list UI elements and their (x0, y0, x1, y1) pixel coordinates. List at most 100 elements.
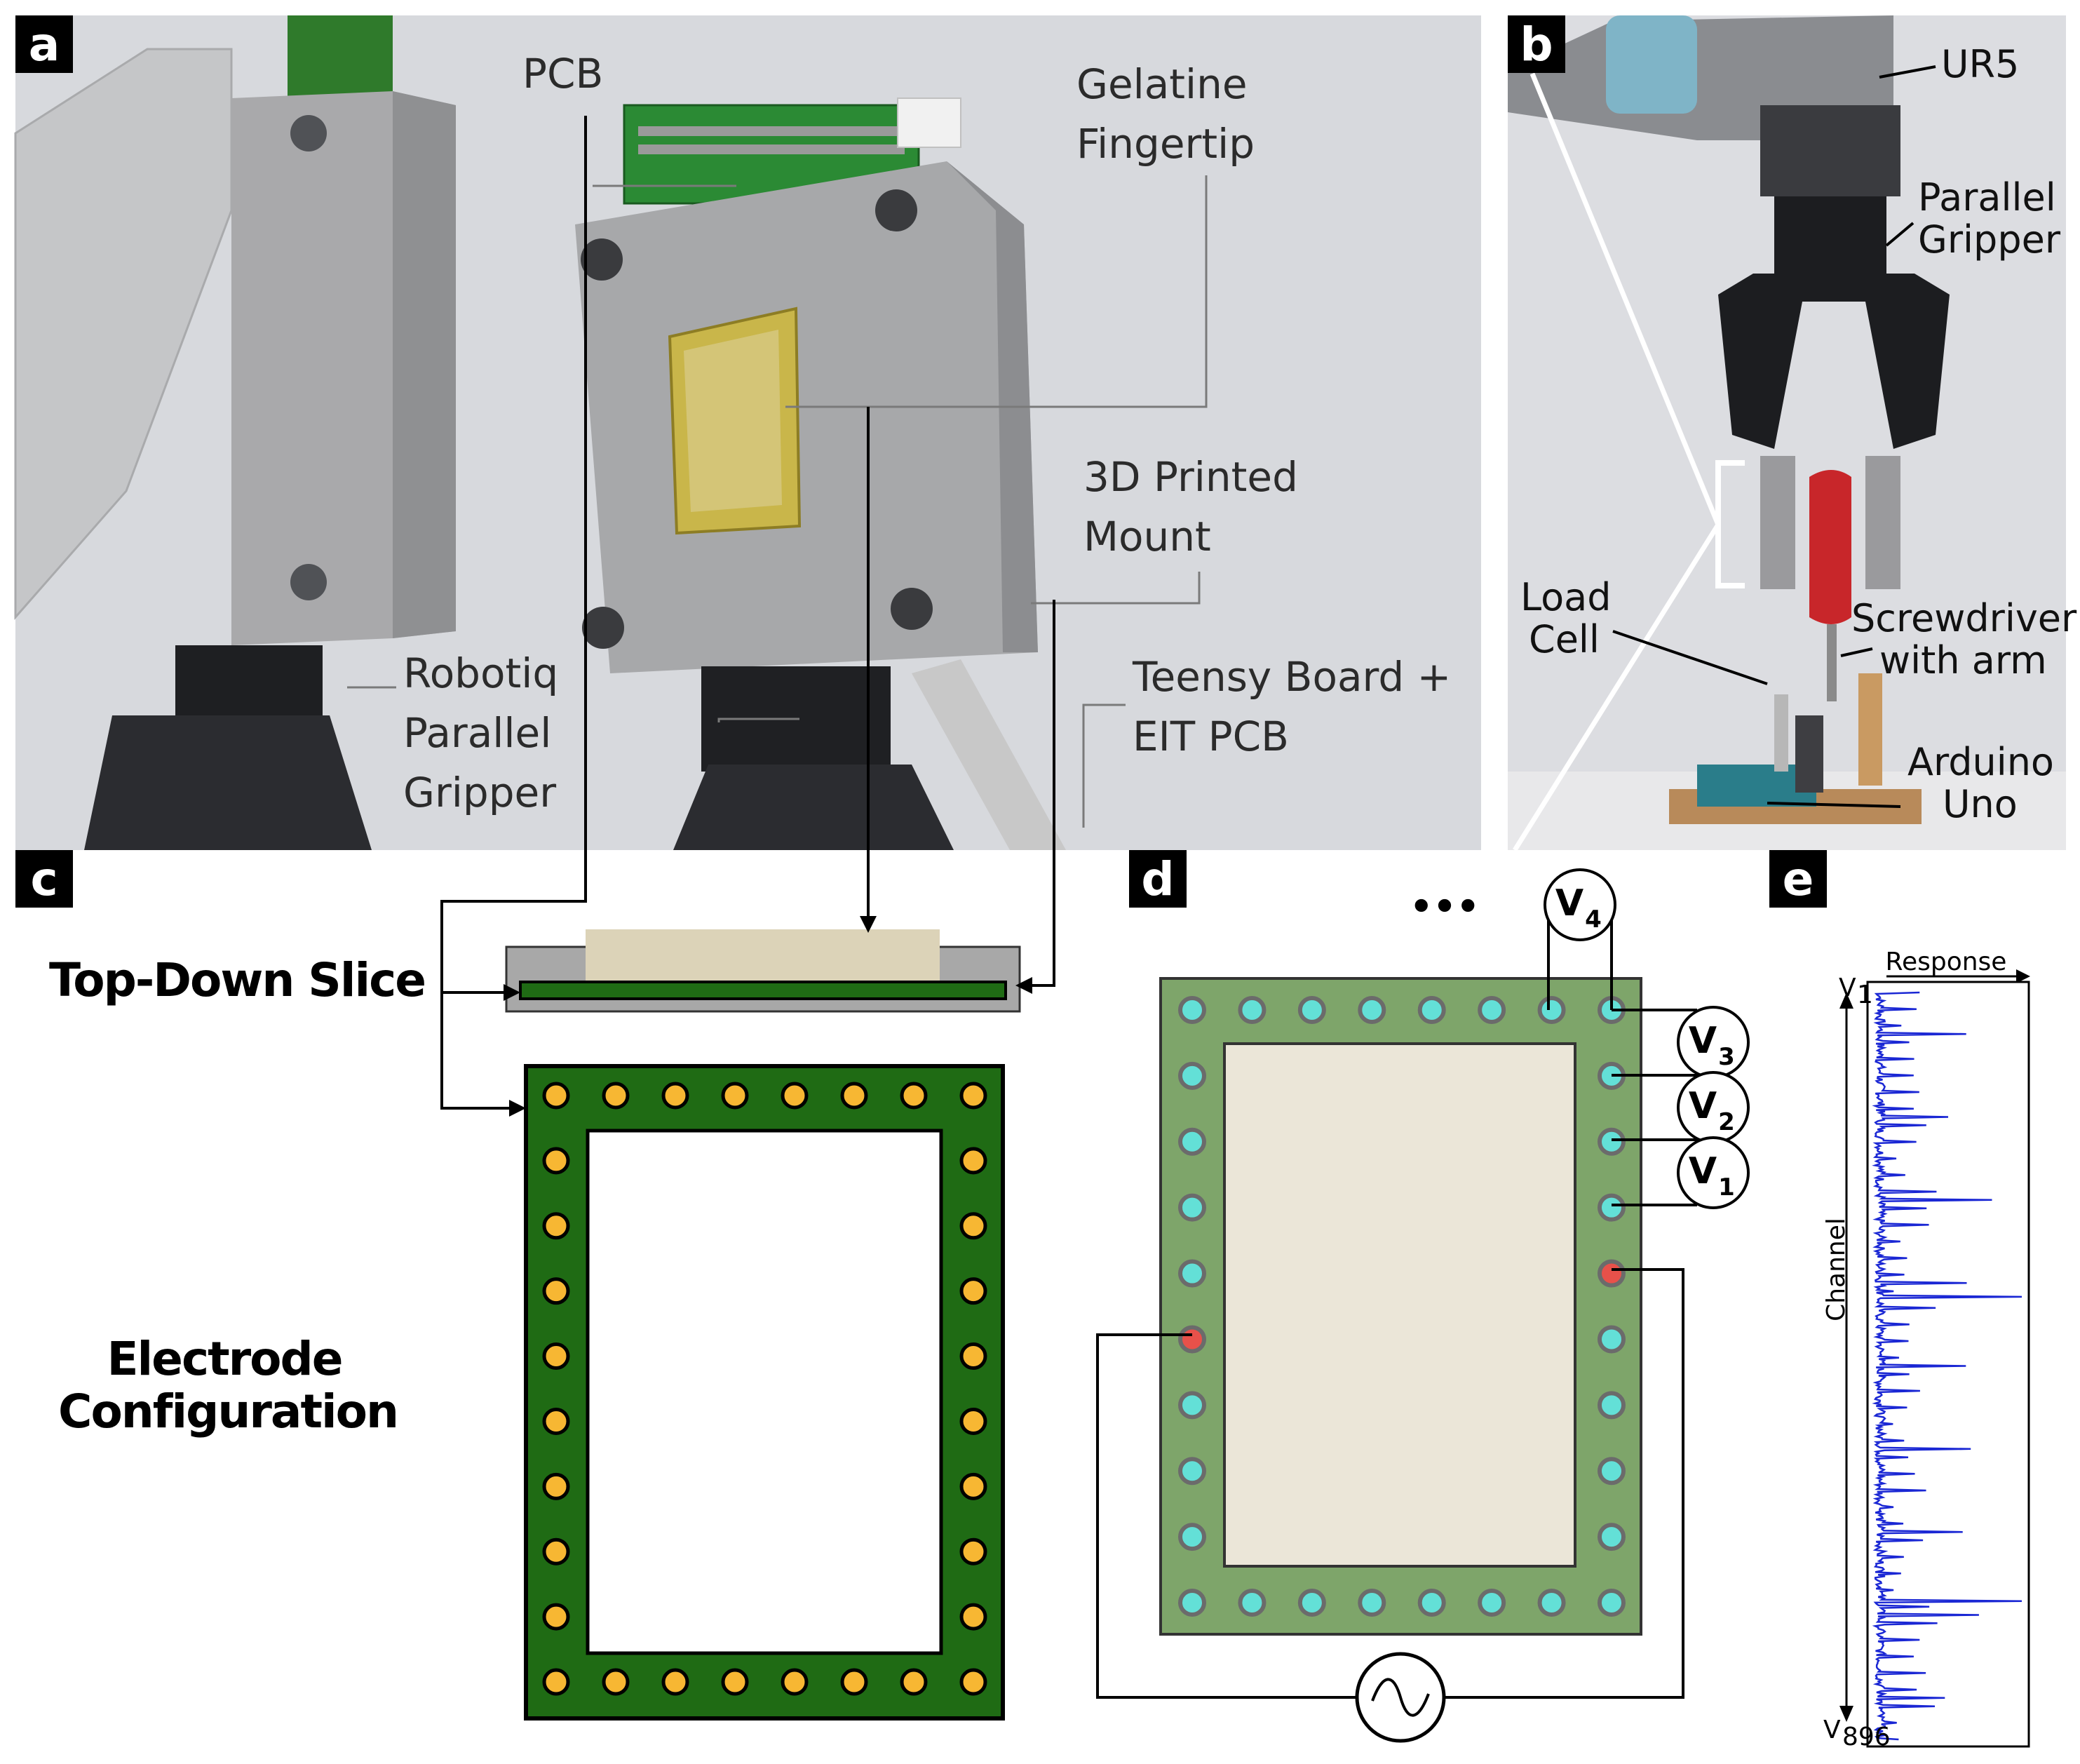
panel-e-tag-bg (1769, 850, 1827, 908)
callout-teensy-line2: EIT PCB (1133, 713, 1289, 760)
electrode-pad (542, 1603, 570, 1631)
callout-teensy-line1: Teensy Board + (1132, 653, 1451, 701)
svg-text:3: 3 (1718, 1043, 1735, 1071)
voltmeter-v2: V 2 (1677, 1071, 1750, 1144)
panel-d-tag: d (1141, 852, 1174, 906)
measurement-electrode (1537, 996, 1566, 1024)
measurement-electrode (1598, 1193, 1626, 1222)
v1-label: V (1839, 974, 1856, 1002)
gripper-fingers (1718, 274, 1950, 449)
measurement-electrode (1598, 1391, 1626, 1420)
zoom-line-top (1529, 72, 1721, 526)
ac-source-icon (1355, 1652, 1446, 1743)
measurement-electrode (1598, 1325, 1626, 1354)
left-mount-face (393, 91, 456, 638)
measurement-electrode (1598, 1589, 1626, 1617)
panel-d-tag-bg (1129, 850, 1187, 908)
svg-text:2: 2 (1718, 1108, 1735, 1136)
left-gripper-base (84, 715, 372, 850)
callout-b-gripper-line1: Parallel (1918, 175, 2056, 220)
load-cell (1774, 694, 1788, 772)
callout-arduino-line1: Arduino (1907, 740, 2054, 784)
measurement-electrode (1297, 1589, 1326, 1617)
measurement-electrode (1478, 996, 1506, 1024)
measurement-electrode (1178, 1193, 1206, 1222)
measurement-electrode (1178, 1589, 1206, 1617)
callout-mount-line1: 3D Printed (1083, 453, 1298, 501)
panel-a: a PCB Gelatine Fingertip 3D Printed Moun… (14, 15, 1481, 850)
measurement-electrode (1178, 1457, 1206, 1486)
panel-e: e Response Channel V 1 V 896 (1769, 850, 2030, 1751)
v896-subscript: 896 (1842, 1723, 1891, 1751)
response-signal-trace (1872, 991, 2022, 1741)
callout-screw-line2: with arm (1879, 638, 2047, 682)
mount-bolt-br (891, 588, 933, 630)
measurement-electrode (1358, 1589, 1386, 1617)
arrowhead-mount (1015, 977, 1032, 994)
svg-text:V: V (1689, 1020, 1717, 1062)
ellipsis: ••• (1410, 886, 1480, 928)
electrode-pad (900, 1668, 928, 1696)
panel-a-leaders (347, 175, 1208, 828)
d-wires (1096, 905, 1697, 1699)
callout-gripper-line2: Parallel (403, 709, 551, 757)
panel-a-tag-bg (15, 15, 73, 73)
eit-finger-left (1760, 456, 1795, 589)
measurement-electrode (1178, 1391, 1206, 1420)
callout-mount-line2: Mount (1083, 513, 1211, 560)
electrode-pad (542, 1082, 570, 1110)
svg-text:V: V (1555, 882, 1583, 924)
electrode-pad (721, 1668, 749, 1696)
measurement-electrode (1417, 996, 1446, 1024)
callout-pcb: PCB (522, 50, 603, 97)
measurement-electrode (1238, 996, 1267, 1024)
measurement-electrode (1478, 1589, 1506, 1617)
electrode-pad (542, 1407, 570, 1435)
panel-c-arrowheads (504, 916, 1032, 1117)
electrode-config-line2: Configuration (58, 1385, 398, 1439)
right-cable (912, 659, 1066, 850)
c-electrode-group (542, 1082, 987, 1696)
electrode-pad (959, 1668, 987, 1696)
electrode-pad (959, 1537, 987, 1566)
gripper-body (1774, 196, 1886, 274)
electrode-pad (542, 1668, 570, 1696)
measurement-electrode (1178, 1061, 1206, 1090)
electrode-pad (602, 1668, 630, 1696)
electrode-pad (959, 1472, 987, 1500)
electrode-pad (959, 1212, 987, 1240)
arrowhead-gelatine (860, 916, 877, 933)
measurement-electrode (1178, 1259, 1206, 1288)
panel-c: c Top-Down Slice Electrode Configuration (15, 116, 1055, 1721)
svg-text:V: V (1689, 1085, 1717, 1127)
mount-bolt-tr (875, 189, 917, 231)
callout-gelatine-line2: Fingertip (1076, 120, 1255, 168)
main-mount (575, 161, 1038, 673)
electrode-pad (840, 1082, 868, 1110)
electrode-pad (959, 1342, 987, 1371)
arrowhead-board (509, 1100, 526, 1117)
electrode-pad (959, 1277, 987, 1305)
wooden-dowel (1858, 673, 1882, 786)
measurement-electrode (1537, 1589, 1566, 1617)
callout-arduino-line2: Uno (1943, 782, 2018, 826)
electrode-pad (542, 1537, 570, 1566)
measurement-electrode (1598, 1523, 1626, 1551)
panel-c-tag: c (30, 852, 58, 906)
svg-text:4: 4 (1585, 905, 1602, 934)
measurement-electrode (1297, 996, 1326, 1024)
panel-a-tag: a (29, 18, 60, 72)
top-down-slice-label: Top-Down Slice (49, 953, 425, 1007)
screwdriver-handle (1809, 470, 1851, 624)
left-pcb-strip (288, 15, 393, 100)
electrode-pad (959, 1082, 987, 1110)
electrode-pad (542, 1147, 570, 1175)
electrode-pad (721, 1082, 749, 1110)
voltmeter-v1: V 1 (1677, 1136, 1750, 1209)
injection-electrode (1598, 1259, 1626, 1288)
callout-gripper-line3: Gripper (403, 769, 556, 816)
svg-text:1: 1 (1718, 1173, 1735, 1201)
electrode-pad (840, 1668, 868, 1696)
electrode-pad (900, 1082, 928, 1110)
panel-c-tag-bg (15, 850, 73, 908)
